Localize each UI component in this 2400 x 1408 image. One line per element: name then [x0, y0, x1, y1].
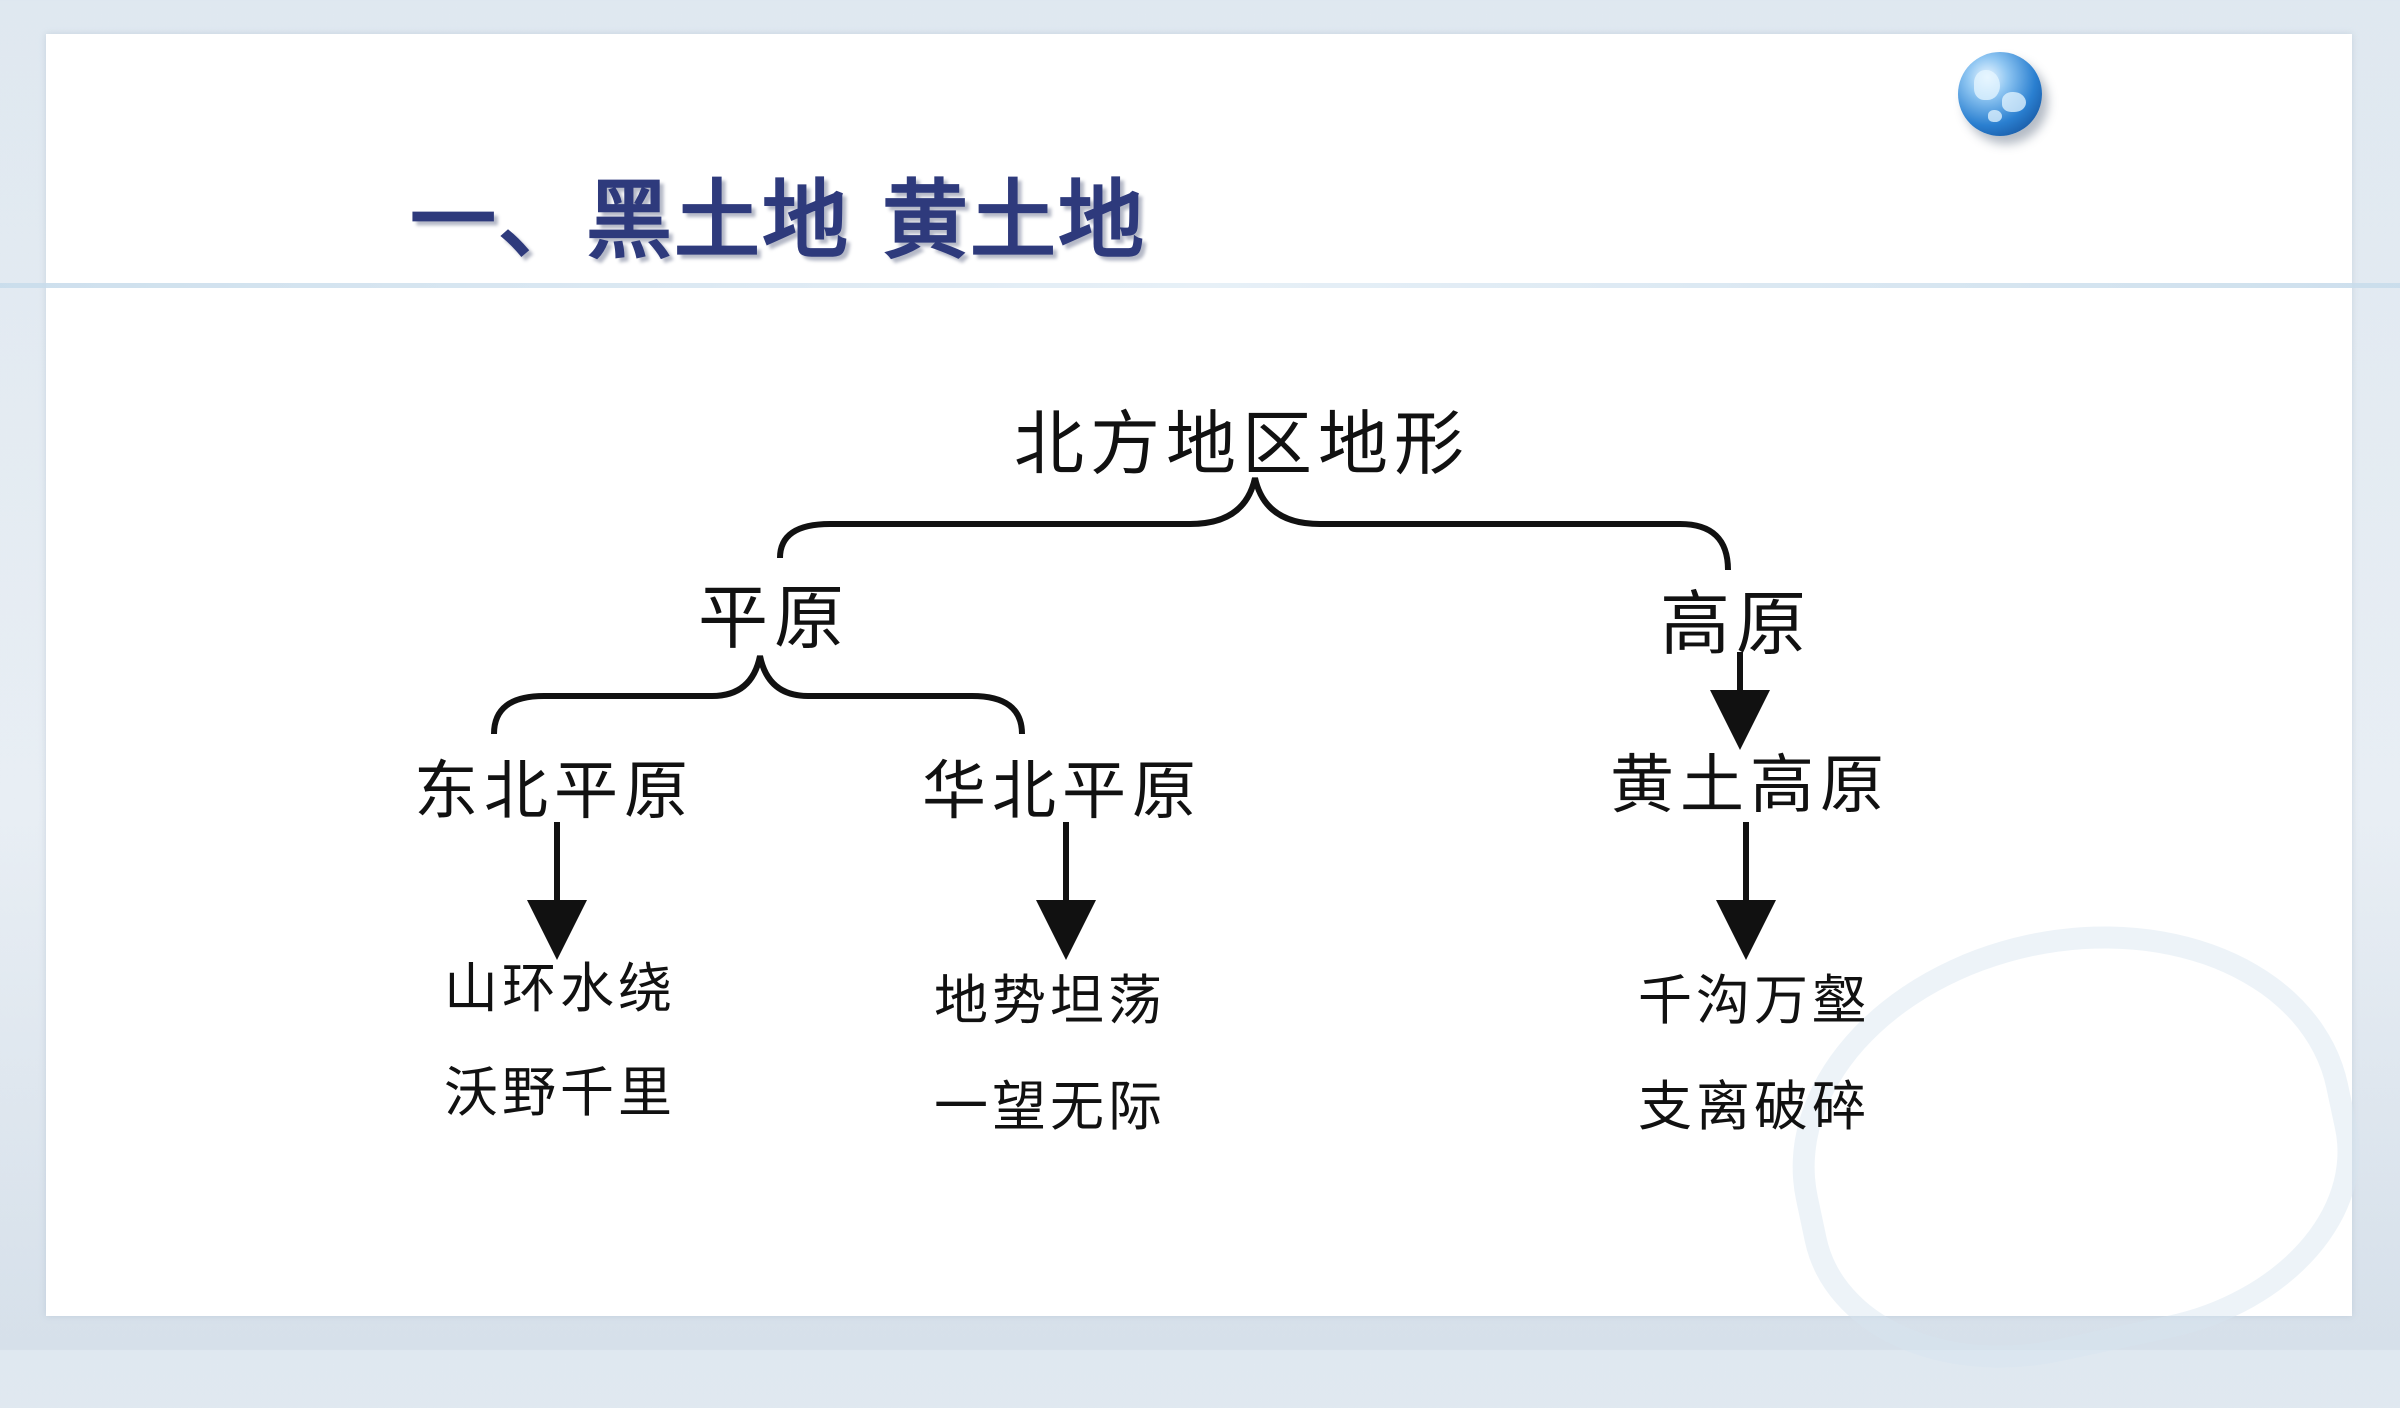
desc-loess-2: 支离破碎 [1638, 1075, 1870, 1138]
node-northeast-plain: 东北平原 [414, 755, 694, 829]
desc-north-china-2: 一望无际 [934, 1075, 1166, 1138]
root-brace [777, 477, 1731, 571]
branch-plateau: 高原 [1660, 583, 1812, 665]
page-title: 一、黑土地 黄土地 [410, 171, 1146, 271]
plain-brace [491, 655, 1025, 735]
desc-loess-1: 千沟万壑 [1638, 969, 1870, 1032]
title-divider [0, 283, 2400, 288]
branch-plain: 平原 [698, 577, 850, 659]
globe-icon [1958, 52, 2042, 136]
desc-north-china-1: 地势坦荡 [934, 969, 1166, 1032]
desc-northeast-1: 山环水绕 [444, 957, 676, 1020]
diagram-connectors [491, 477, 1776, 960]
root-node: 北方地区地形 [1014, 403, 1470, 485]
node-north-china-plain: 华北平原 [922, 755, 1202, 829]
node-loess-plateau: 黄土高原 [1610, 749, 1890, 823]
slide [46, 34, 2352, 1316]
desc-northeast-2: 沃野千里 [444, 1061, 676, 1124]
